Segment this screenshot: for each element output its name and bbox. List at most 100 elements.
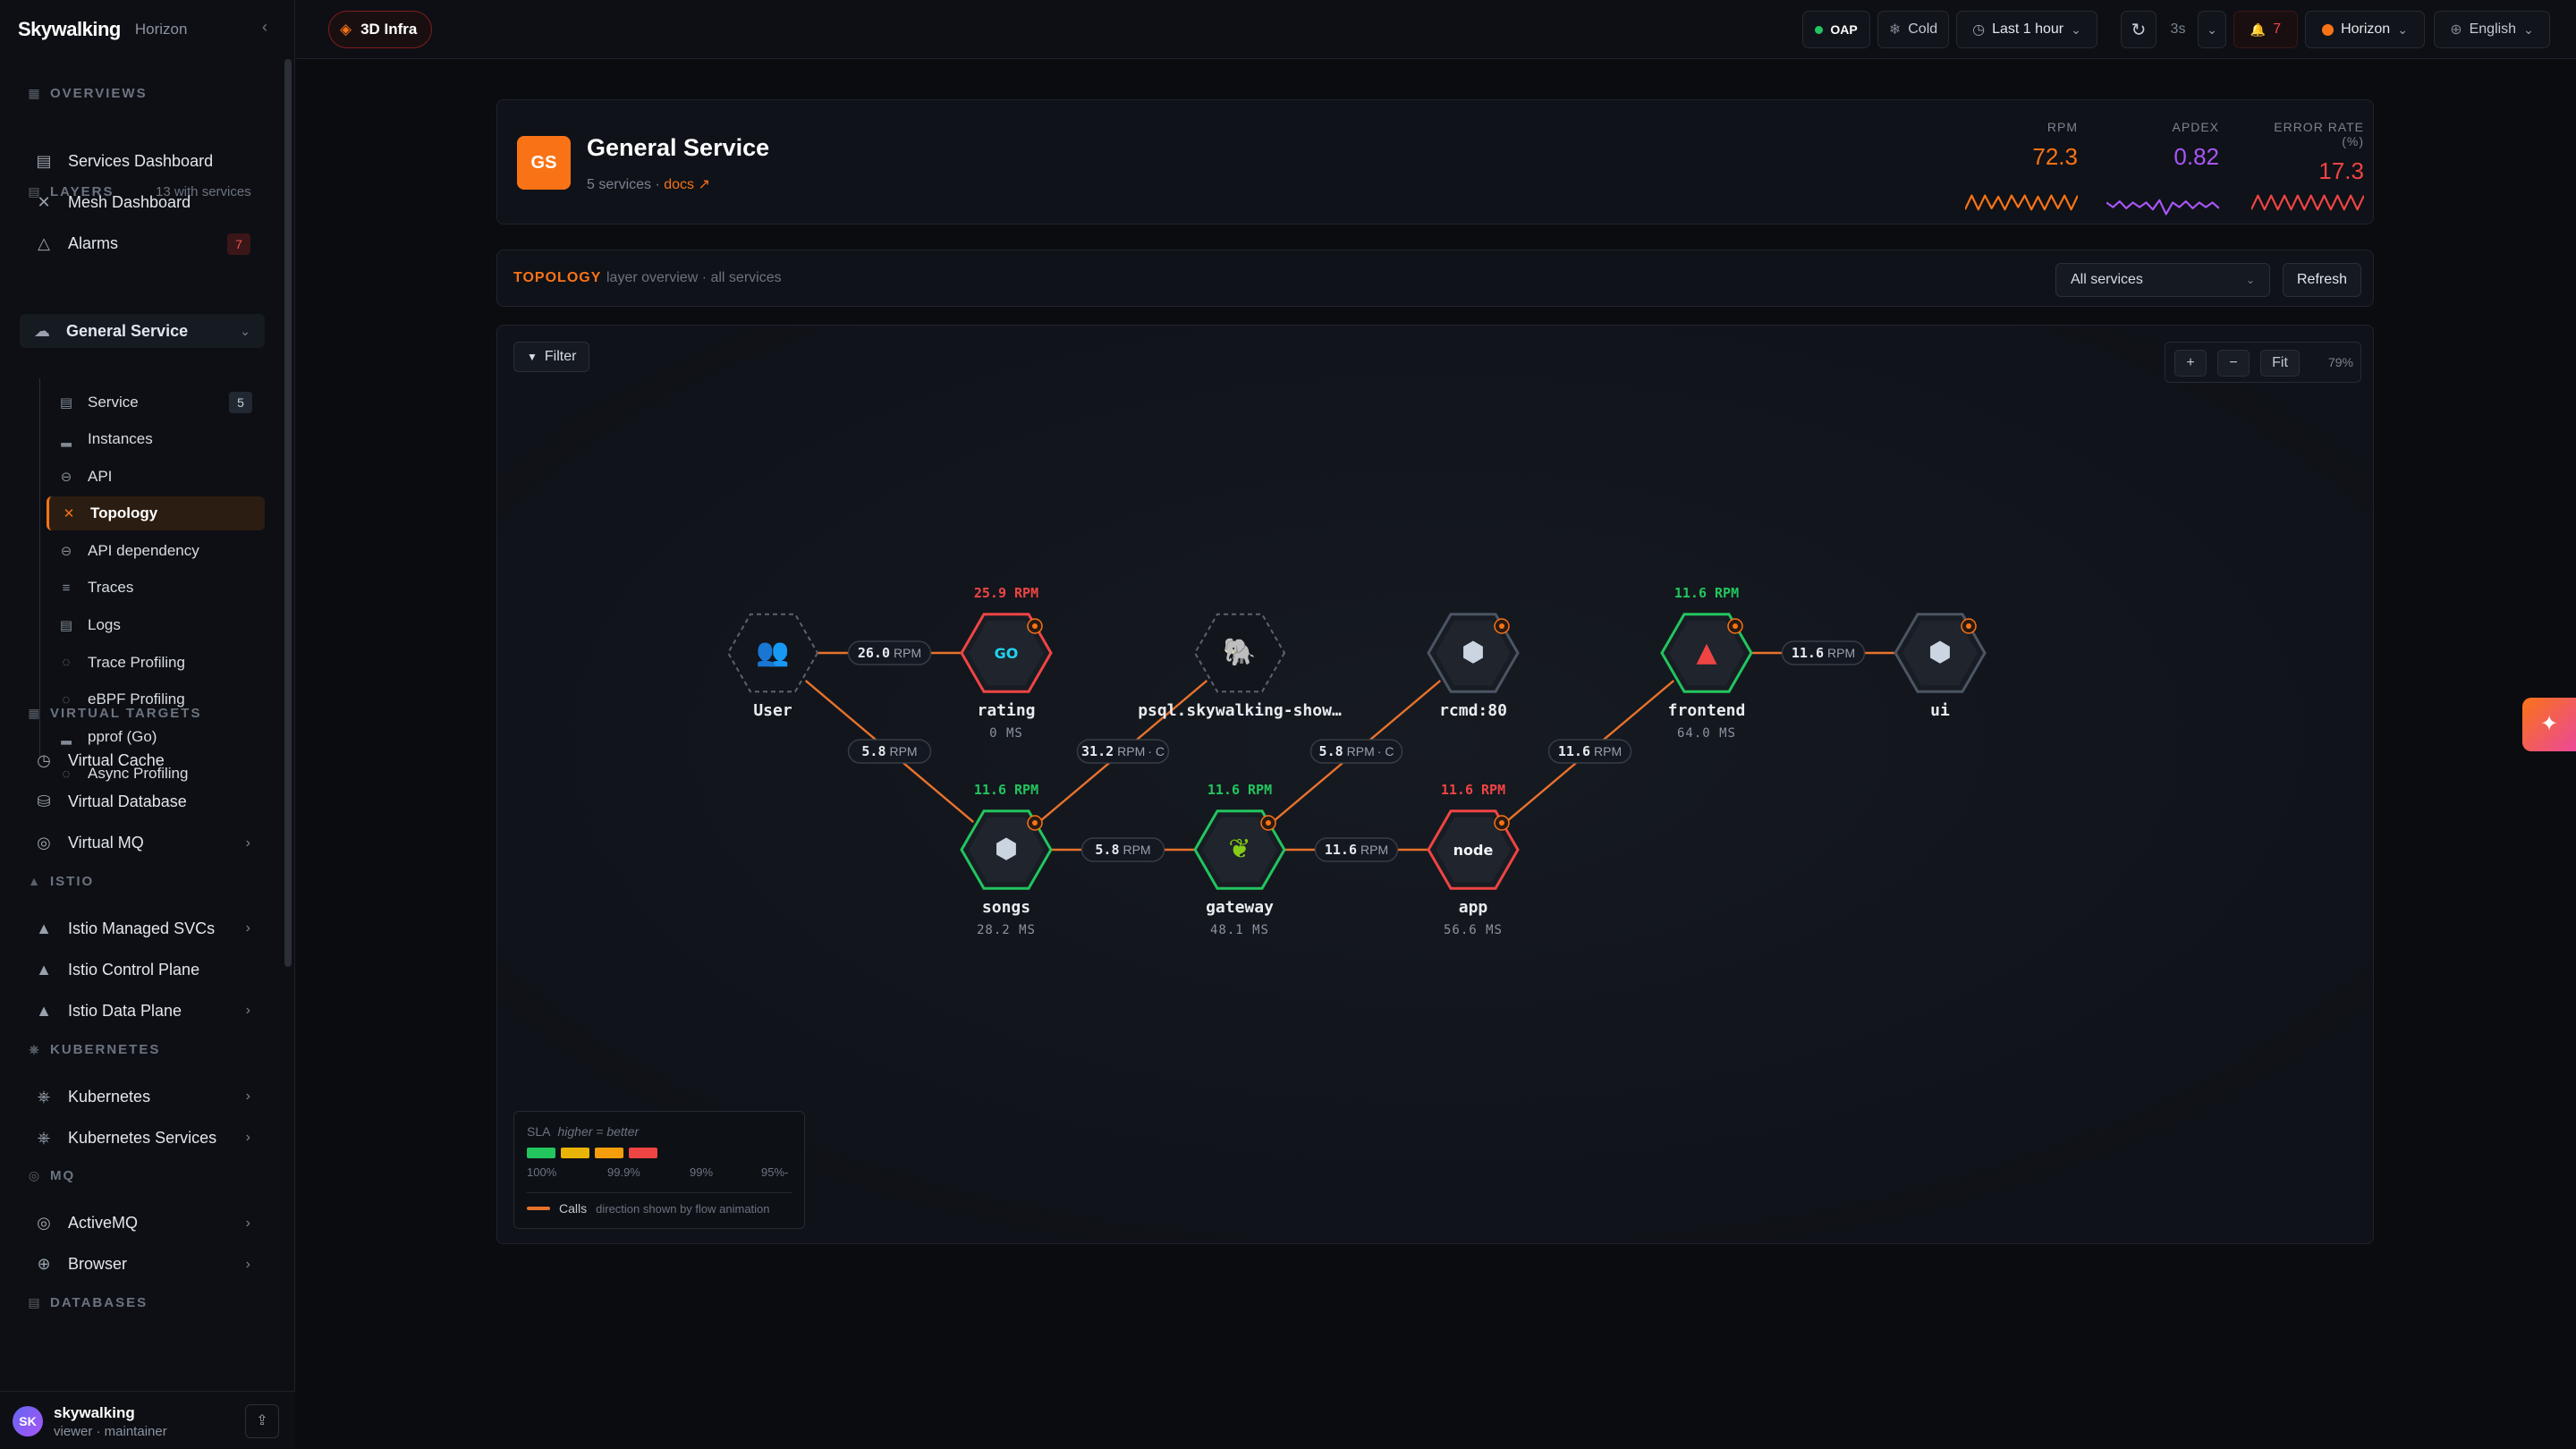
sidebar-item-api-dependency[interactable]: ⊖API dependency (47, 534, 265, 568)
refresh-button[interactable]: ↻ (2121, 11, 2157, 48)
sidebar-item-api[interactable]: ⊖API (47, 460, 265, 494)
zoom-fit-button[interactable]: Fit (2260, 350, 2300, 377)
theme-label: Horizon (2341, 21, 2391, 37)
istio-data-plane-icon: ▲ (36, 1001, 52, 1020)
sidebar-item-trace-profiling[interactable]: ◌Trace Profiling (47, 646, 265, 680)
sidebar-item-istio-data-plane[interactable]: ▲Istio Data Plane› (21, 994, 263, 1028)
sidebar-item-services-dashboard[interactable]: ▤Services Dashboard (21, 145, 263, 179)
trace-profiling-icon: ◌ (62, 655, 71, 671)
istio-managed-svcs-icon: ▲ (36, 919, 52, 937)
sidebar-item-label: Service (88, 393, 139, 411)
node-ui[interactable]: ⬢ui (1894, 613, 1987, 720)
3d-infra-button[interactable]: ◈ 3D Infra (328, 11, 433, 48)
edge-label-pill (1309, 739, 1403, 764)
node-alert-dot (1966, 623, 1971, 629)
sidebar-item-istio-control-plane[interactable]: ▲Istio Control Plane (21, 953, 263, 987)
sidebar-item-label: pprof (Go) (88, 727, 157, 745)
docs-link[interactable]: docs ↗ (664, 177, 710, 192)
sidebar-item-mesh-dashboard[interactable]: ✕Mesh Dashboard (21, 186, 263, 220)
ai-assistant-button[interactable]: ✦ (2522, 698, 2576, 751)
logout-icon[interactable]: ⇪ (245, 1404, 279, 1438)
sidebar-item-virtual-mq[interactable]: ◎Virtual MQ› (21, 826, 263, 860)
sidebar-item-virtual-database[interactable]: ⛁Virtual Database (21, 785, 263, 819)
oap-status-badge[interactable]: OAP (1802, 11, 1870, 48)
avatar[interactable]: SK (13, 1406, 43, 1436)
sidebar-item-topology[interactable]: ✕Topology (47, 496, 265, 531)
section-icon: ◎ (28, 1168, 40, 1183)
sidebar-item-activemq[interactable]: ◎ActiveMQ› (21, 1207, 263, 1241)
node-alert-dot (1266, 820, 1271, 826)
sidebar-group-general-service[interactable]: ☁General Service⌄ (20, 314, 265, 349)
zoom-level: 79% (2327, 355, 2353, 369)
sidebar-item-istio-managed-svcs[interactable]: ▲Istio Managed SVCs› (21, 911, 263, 945)
sidebar-item-logs[interactable]: ▤Logs (47, 608, 265, 642)
filter-button[interactable]: ▼ Filter (513, 342, 590, 372)
cold-label: Cold (1908, 21, 1938, 37)
node-rcmd[interactable]: ⬢rcmd:80 (1427, 613, 1520, 720)
topology-refresh-button[interactable]: Refresh (2283, 263, 2361, 297)
time-range-select[interactable]: ◷ Last 1 hour ⌄ (1956, 11, 2097, 48)
section-icon: ▤ (28, 183, 40, 199)
sidebar-item-ebpf-profiling[interactable]: ◌eBPF Profiling (47, 682, 265, 716)
sparkline-path (2106, 199, 2219, 216)
sidebar-item-label: Istio Control Plane (68, 960, 200, 979)
zoom-in-button[interactable]: + (2174, 350, 2207, 377)
edge-rpm-value: 5.8 (1319, 743, 1343, 759)
globe-icon: ⊕ (2450, 22, 2462, 38)
product-name: Horizon (134, 21, 188, 38)
metric-value: 17.3 (2318, 157, 2364, 184)
zoom-out-button[interactable]: − (2217, 350, 2250, 377)
sidebar-item-pprof-go[interactable]: ▂pprof (Go) (47, 720, 265, 754)
node-inner (1902, 620, 1978, 686)
language-select[interactable]: ⊕ English ⌄ (2434, 11, 2550, 48)
collapse-sidebar-button[interactable]: ‹ (262, 18, 267, 36)
section-icon: ▤ (28, 1294, 40, 1309)
chevron-down-icon: ⌄ (2523, 21, 2534, 37)
alerts-button[interactable]: 🔔 7 (2233, 11, 2298, 48)
brand[interactable]: Skywalking Horizon (18, 16, 187, 43)
topology-description: layer overview · all services (606, 270, 782, 285)
sidebar-item-browser[interactable]: ⊕Browser› (21, 1248, 263, 1282)
sidebar-item-kubernetes[interactable]: ⎈Kubernetes› (21, 1080, 263, 1114)
sidebar-item-async-profiling[interactable]: ◌Async Profiling (47, 757, 265, 791)
bell-icon: 🔔 (2250, 21, 2267, 37)
alarm-count-badge: 7 (227, 233, 250, 255)
ebpf-profiling-icon: ◌ (62, 691, 71, 708)
sla-tick: 100% (527, 1165, 557, 1179)
sla-tick: 95%- (761, 1165, 789, 1179)
node-user[interactable]: 👥User (726, 613, 819, 720)
service-filter-select[interactable]: All services ⌄ (2055, 263, 2270, 297)
node-latency: 0 MS (989, 726, 1023, 741)
sidebar-item-virtual-cache[interactable]: ◷Virtual Cache (21, 744, 263, 778)
theme-select[interactable]: Horizon ⌄ (2305, 11, 2425, 48)
interval-dropdown[interactable]: ⌄ (2198, 11, 2226, 48)
api-icon: ⊖ (60, 469, 72, 485)
node-name: gateway (1206, 898, 1274, 917)
sidebar-item-traces[interactable]: ≡Traces (47, 571, 265, 605)
section-icon: ▦ (28, 85, 40, 100)
node-inner (1436, 817, 1511, 883)
sidebar-scrollbar[interactable] (284, 59, 292, 967)
refresh-interval[interactable]: 3s (2170, 21, 2186, 37)
section-label: MQ (50, 1168, 76, 1184)
cold-toggle[interactable]: ❄ Cold (1877, 11, 1949, 48)
sidebar-item-kubernetes-services[interactable]: ⎈Kubernetes Services› (21, 1121, 263, 1155)
canvas-background (497, 326, 2373, 1243)
node-psql[interactable]: 🐘psql.skywalking-show… (1138, 613, 1342, 720)
sidebar-item-instances[interactable]: ▂Instances (47, 422, 265, 456)
section-header-db: ▤DATABASES (27, 1292, 148, 1313)
edge-rpm-value: 11.6 (1792, 645, 1824, 661)
